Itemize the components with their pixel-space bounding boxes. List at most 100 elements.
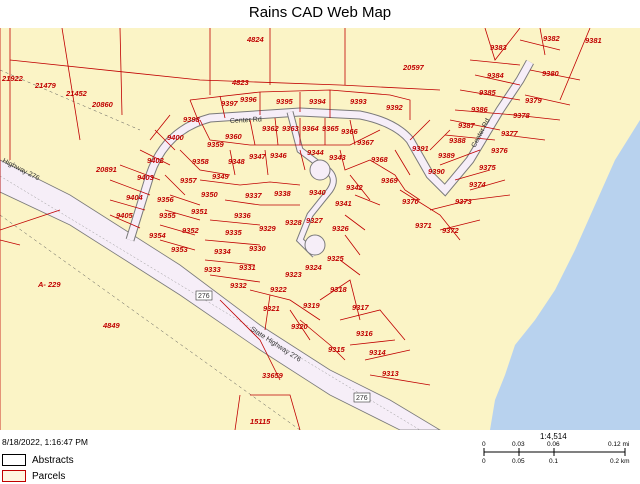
parcel-label: 9402 (147, 156, 165, 165)
parcel-label: 9396 (240, 95, 258, 104)
parcel-label: 9364 (302, 124, 320, 133)
parcel-label: 21479 (34, 81, 57, 90)
parcel-label: 9386 (471, 105, 489, 114)
parcel-label: 9319 (303, 301, 321, 310)
parcel-label: 9322 (270, 285, 288, 294)
parcel-label: 9377 (501, 129, 519, 138)
scale-tick: 0.06 (547, 441, 560, 448)
parcel-label: 9341 (335, 199, 352, 208)
parcel-label: 9320 (291, 322, 309, 331)
center-rd-label: Center Rd (230, 116, 262, 125)
parcel-label: 9390 (428, 167, 446, 176)
highway-shield: 276 276 (195, 290, 371, 403)
parcel-label: 9331 (239, 263, 256, 272)
parcel-label: 9398 (183, 115, 201, 124)
parcel-label: 9337 (245, 191, 263, 200)
parcel-label: 9351 (191, 207, 208, 216)
parcel-label: 9369 (381, 176, 399, 185)
parcel-label: 9370 (402, 197, 420, 206)
parcel-label: 33659 (262, 371, 284, 380)
parcel-label: 9378 (513, 111, 531, 120)
scale-tick: 0 (482, 458, 486, 465)
parcel-label: 4824 (246, 35, 265, 44)
parcel-label: 9348 (228, 157, 246, 166)
parcel-label: 9318 (330, 285, 348, 294)
legend-label: Parcels (32, 470, 66, 482)
parcel-label: 9400 (167, 133, 185, 142)
parcel-label: 9366 (341, 127, 359, 136)
svg-text:276: 276 (356, 395, 368, 402)
lake (490, 120, 640, 430)
parcel-label: 9355 (159, 211, 177, 220)
parcel-label: 9367 (357, 138, 375, 147)
parcel-label: 9354 (149, 231, 167, 240)
parcel-label: 9391 (412, 144, 429, 153)
parcel-label: 9357 (180, 176, 198, 185)
scale-tick: 0 (482, 441, 486, 448)
parcel-label: 9392 (386, 103, 404, 112)
parcel-label: 9388 (449, 136, 467, 145)
parcel-label: 21922 (1, 74, 24, 83)
scale-ratio: 1:4,514 (540, 432, 567, 441)
parcel-label: 9393 (350, 97, 368, 106)
parcel-label: 9389 (438, 151, 456, 160)
legend-item-abstracts: Abstracts (2, 452, 74, 468)
parcel-label: 4823 (231, 78, 250, 87)
parcel-label: 9360 (225, 132, 243, 141)
abstract-swatch-icon (2, 454, 26, 466)
parcel-label: 9365 (322, 124, 340, 133)
scale-bar: 1:4,514 0 0.03 0.06 0.12 mi 0 0.05 0.1 0… (470, 432, 640, 480)
abstract-label: A- 229 (37, 280, 61, 289)
scale-bar-graphic (483, 448, 626, 456)
parcel-label: 9316 (356, 329, 374, 338)
parcel-label: 9340 (309, 188, 327, 197)
parcel-label: 9321 (263, 304, 280, 313)
parcel-label: 9350 (201, 190, 219, 199)
parcel-label: 9313 (382, 369, 400, 378)
parcel-label: 9347 (249, 152, 267, 161)
parcel-label: 9363 (282, 124, 300, 133)
parcel-label: 9332 (230, 281, 248, 290)
parcel-label: 9327 (306, 216, 324, 225)
parcel-label: 9329 (259, 224, 277, 233)
parcel-label: 21452 (65, 89, 88, 98)
parcel-boundaries (0, 28, 591, 430)
parcel-label: 20891 (95, 165, 117, 174)
map-canvas[interactable]: 276 276 State Highway 276 Highway 276 Ce… (0, 28, 640, 430)
parcel-swatch-icon (2, 470, 26, 482)
scale-tick: 0.03 (512, 441, 525, 448)
legend-label: Abstracts (32, 454, 74, 466)
parcel-label: 9352 (182, 226, 200, 235)
parcel-label: 9343 (329, 153, 347, 162)
scale-tick: 0.05 (512, 458, 525, 465)
parcel-label: 9404 (126, 193, 144, 202)
parcel-label: 9405 (116, 211, 134, 220)
parcel-label: 9334 (214, 247, 232, 256)
parcel-label: 9372 (442, 226, 460, 235)
scale-tick: 0.12 mi (608, 441, 630, 448)
parcel-label: 9356 (157, 195, 175, 204)
parcel-label: 9314 (369, 348, 387, 357)
parcel-label: 9358 (192, 157, 210, 166)
parcel-label: 9315 (328, 345, 346, 354)
parcel-label: 9379 (525, 96, 543, 105)
parcel-label: 9328 (285, 218, 303, 227)
parcel-label: 9346 (270, 151, 288, 160)
parcel-label: 9397 (221, 99, 239, 108)
parcel-label: 9335 (225, 228, 243, 237)
parcel-label: 9403 (137, 173, 155, 182)
parcel-label: 9395 (276, 97, 294, 106)
parcel-label: 9362 (262, 124, 280, 133)
parcel-label: 9384 (487, 71, 505, 80)
parcel-label: 9368 (371, 155, 389, 164)
parcel-label: 9359 (207, 140, 225, 149)
parcel-label: 9326 (332, 224, 350, 233)
map-title: Rains CAD Web Map (248, 4, 392, 21)
parcel-label: 9338 (274, 189, 292, 198)
parcel-label: 9333 (204, 265, 222, 274)
parcel-label: 9373 (455, 197, 473, 206)
parcel-label: 9371 (415, 221, 432, 230)
parcel-label: 9353 (171, 245, 189, 254)
parcel-label: 9374 (469, 180, 487, 189)
